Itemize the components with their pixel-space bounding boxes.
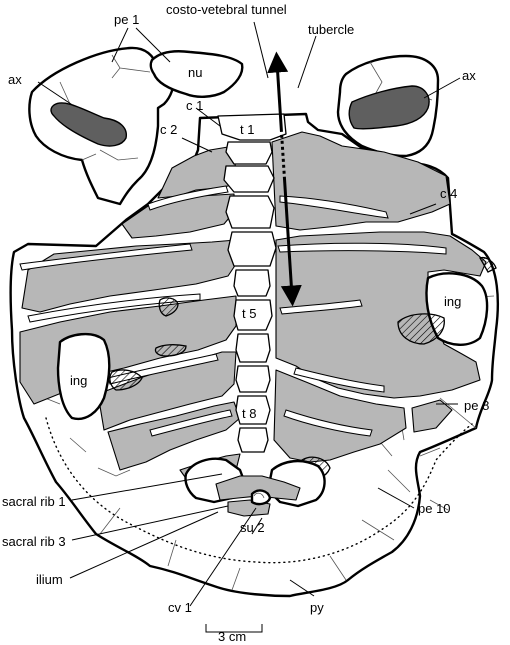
left-anterior-fragment (28, 46, 175, 206)
rib-gaps (19, 185, 447, 437)
label-sacral-rib-1: sacral rib 1 (2, 494, 66, 509)
label-nu: nu (188, 65, 202, 80)
vertebral-column (217, 113, 287, 453)
label-c1: c 1 (186, 98, 203, 113)
label-su2: su 2 (240, 520, 265, 535)
right-anterior-fragment (336, 54, 440, 158)
left-axillary-buttress (50, 102, 127, 147)
right-axillary-buttress (348, 85, 430, 130)
label-costo-vertebral-tunnel: costo-vetebral tunnel (166, 2, 287, 17)
label-c4: c 4 (440, 186, 457, 201)
label-t5: t 5 (242, 306, 256, 321)
costo-vertebral-tunnel-arrow (267, 51, 302, 307)
label-cv1: cv 1 (168, 600, 192, 615)
label-ilium: ilium (36, 572, 63, 587)
label-t8: t 8 (242, 406, 256, 421)
label-tubercle: tubercle (308, 22, 354, 37)
label-t1: t 1 (240, 122, 254, 137)
nuchal-fragment (149, 50, 244, 98)
scale-bar-label: 3 cm (218, 629, 246, 644)
label-c2: c 2 (160, 122, 177, 137)
label-ax-right: ax (462, 68, 476, 83)
label-pe1-left: pe 1 (114, 12, 139, 27)
label-pe10: pe 10 (418, 501, 451, 516)
scale-bar: 3 cm (205, 624, 263, 644)
label-ing-right: ing (444, 294, 461, 309)
label-py: py (310, 600, 324, 615)
label-ing-left: ing (70, 373, 87, 388)
label-sacral-rib-3: sacral rib 3 (2, 534, 66, 549)
label-ax-left: ax (8, 72, 22, 87)
sacral-region (184, 457, 326, 517)
label-pe8: pe 8 (464, 398, 489, 413)
left-inguinal-notch (56, 332, 111, 421)
marginal-dotted-line (45, 417, 473, 564)
leader-lines (37, 21, 461, 607)
